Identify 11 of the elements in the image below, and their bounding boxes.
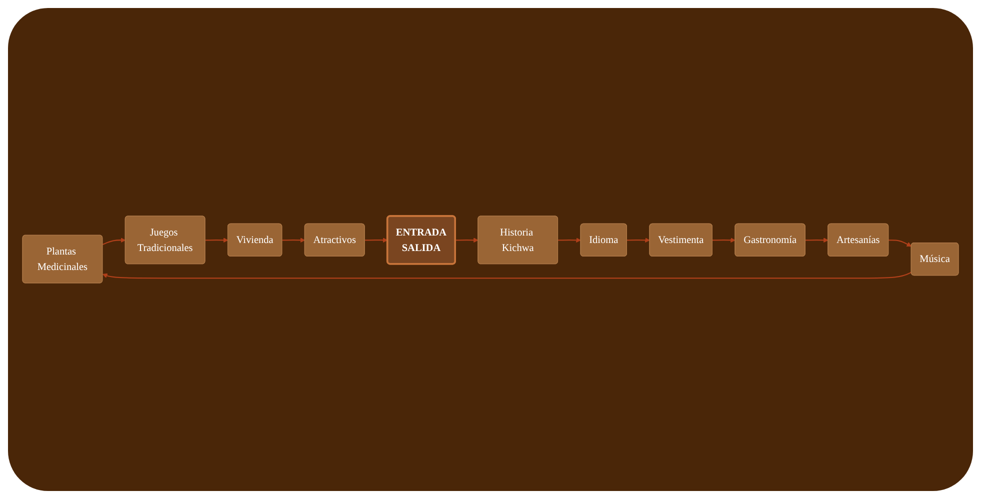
arrow (205, 238, 228, 243)
arrow (805, 238, 828, 243)
arrow (102, 238, 126, 245)
arrow (282, 238, 306, 243)
arrow (364, 238, 388, 243)
arrow (712, 238, 736, 243)
arrow (455, 238, 478, 243)
arrow (888, 240, 912, 247)
arrow (558, 238, 582, 243)
arrow (627, 238, 650, 243)
arrow (102, 272, 912, 279)
